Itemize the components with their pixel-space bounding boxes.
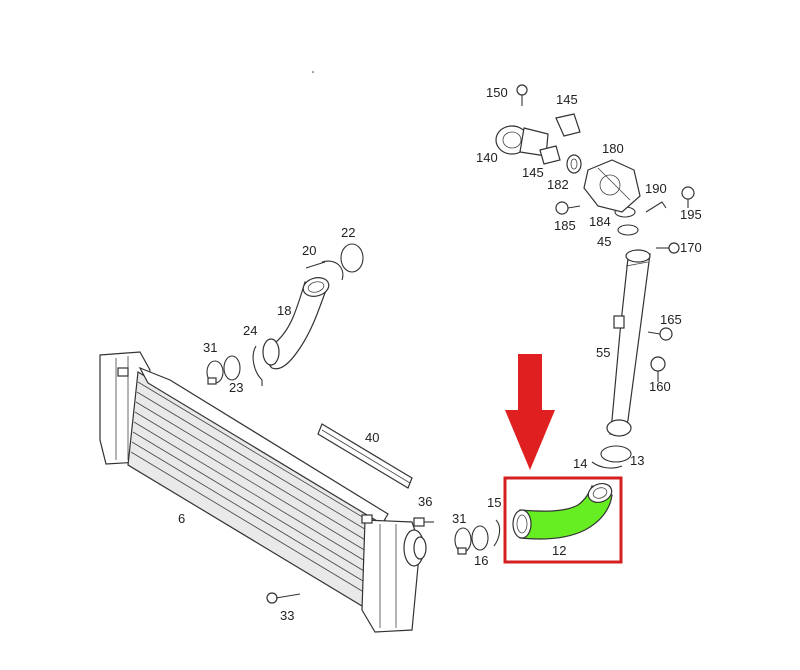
label-36: 36 — [418, 494, 432, 509]
label-31-upper: 31 — [203, 340, 217, 355]
bolt-36 — [413, 517, 434, 527]
label-190: 190 — [645, 181, 667, 196]
label-16: 16 — [474, 553, 488, 568]
clip-145-bottom — [539, 145, 561, 165]
bar-40 — [317, 423, 413, 489]
clip-145-top — [555, 113, 581, 137]
label-18: 18 — [277, 303, 291, 318]
ring-13 — [600, 445, 632, 463]
label-195: 195 — [680, 207, 702, 222]
clamp-31a — [206, 360, 224, 385]
throttle-housing-180 — [583, 159, 641, 213]
bolt-170 — [656, 242, 680, 254]
label-150: 150 — [486, 85, 508, 100]
label-184: 184 — [589, 214, 611, 229]
ring-45 — [617, 224, 639, 236]
label-6: 6 — [178, 511, 185, 526]
down-arrow-icon — [505, 354, 555, 470]
clamp-31b — [454, 527, 472, 555]
connector-140 — [495, 125, 549, 157]
label-140: 140 — [476, 150, 498, 165]
label-12: 12 — [552, 543, 566, 558]
highlight-box — [503, 476, 623, 564]
pipe-55 — [606, 249, 651, 437]
ring-182 — [566, 154, 582, 174]
part-labels: 6 12 13 14 15 16 18 20 22 23 24 31 31 33… — [178, 85, 702, 623]
label-145-bottom: 145 — [522, 165, 544, 180]
clamp-24 — [252, 345, 263, 386]
clamp-20 — [305, 260, 344, 281]
label-13: 13 — [630, 453, 644, 468]
clip-190 — [645, 201, 667, 213]
ring-23 — [223, 355, 241, 381]
label-45: 45 — [597, 234, 611, 249]
bolt-33 — [266, 592, 301, 604]
clamp-14 — [591, 461, 623, 469]
hose-12-highlighted[interactable] — [512, 480, 614, 540]
label-20: 20 — [302, 243, 316, 258]
label-31-lower: 31 — [452, 511, 466, 526]
clamp-15 — [493, 519, 501, 547]
label-22: 22 — [341, 225, 355, 240]
bolt-165 — [647, 327, 673, 341]
label-180: 180 — [602, 141, 624, 156]
label-33: 33 — [280, 608, 294, 623]
bolt-150 — [516, 84, 528, 106]
label-15: 15 — [487, 495, 501, 510]
label-165: 165 — [660, 312, 682, 327]
label-182: 182 — [547, 177, 569, 192]
bolt-195 — [681, 186, 695, 208]
ring-16 — [471, 525, 489, 551]
label-185: 185 — [554, 218, 576, 233]
label-160: 160 — [649, 379, 671, 394]
ring-22 — [340, 243, 364, 273]
label-14: 14 — [573, 456, 587, 471]
label-55: 55 — [596, 345, 610, 360]
bolt-185 — [555, 201, 581, 215]
intercooler — [99, 351, 427, 633]
label-145-top: 145 — [556, 92, 578, 107]
label-170: 170 — [680, 240, 702, 255]
label-40: 40 — [365, 430, 379, 445]
stray-dot — [312, 71, 314, 73]
label-23: 23 — [229, 380, 243, 395]
charge-pipe-18 — [262, 277, 330, 370]
label-24: 24 — [243, 323, 257, 338]
bolt-160 — [650, 356, 666, 382]
